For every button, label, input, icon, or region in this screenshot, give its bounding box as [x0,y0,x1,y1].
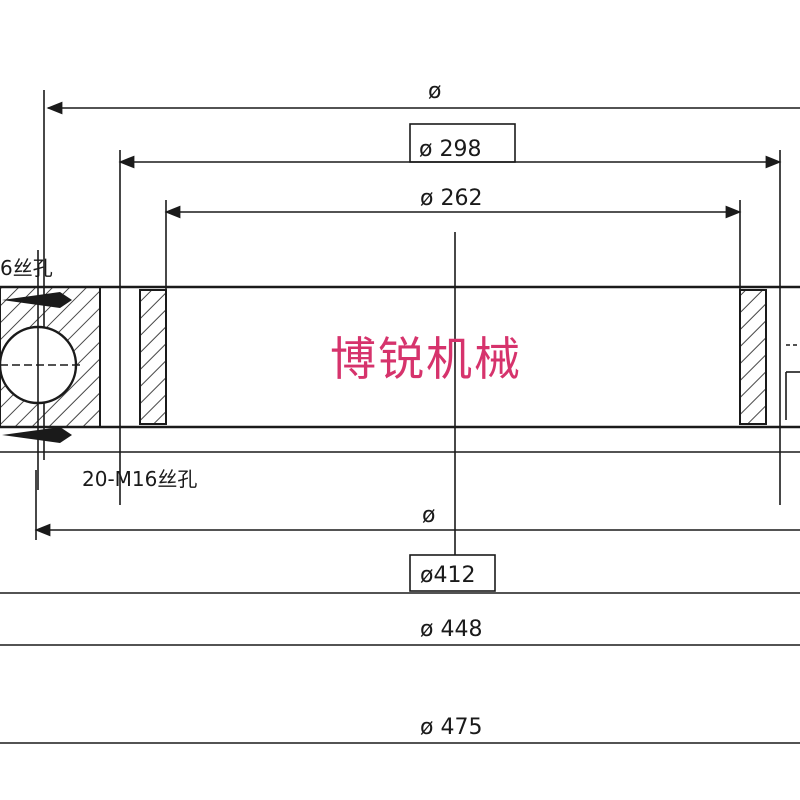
left-outer-ring-section [0,250,101,490]
dim-label-448: ø 448 [420,617,482,642]
dim-262: ø 262 [164,186,742,290]
dim-298: ø 298 [118,123,782,505]
dim-label-262: ø 262 [420,186,482,211]
dim-label-top-phi: ø [428,79,441,104]
seal-top [2,292,72,308]
dim-448: ø 448 [0,617,800,646]
bearing-body [0,285,800,453]
dim-412: ø412 [0,554,800,594]
right-edge-marks [785,344,800,420]
left-inner-ring-section [139,289,167,425]
bottom-hole-note: 20-M16丝孔 [82,467,197,491]
dim-label-298: ø 298 [419,137,481,162]
dim-bottom-phi: ø [34,470,800,540]
right-inner-ring-section [739,289,767,425]
top-hole-note: 6丝孔 [0,256,53,280]
dim-475: ø 475 [0,715,800,744]
seal-bottom [2,427,72,443]
watermark: 博锐机械 [330,332,522,386]
dim-label-475: ø 475 [420,715,482,740]
dim-label-bottom-phi: ø [422,503,435,528]
dim-label-412: ø412 [420,563,475,588]
